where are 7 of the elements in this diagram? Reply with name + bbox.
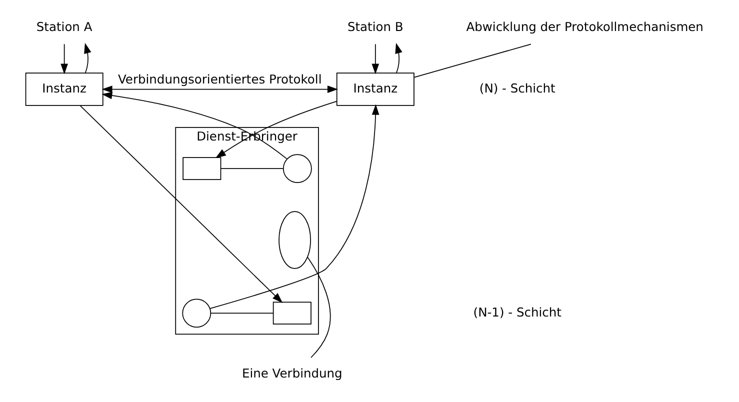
node-text: Station B — [347, 20, 404, 34]
label: (N-1) - Schicht — [473, 305, 562, 320]
node-text: Station A — [36, 20, 92, 34]
node-text: Eine Verbindung — [242, 366, 342, 380]
label: (N) - Schicht — [479, 82, 556, 96]
node-text: Abwicklung der Protokollmechanismen — [466, 20, 704, 34]
edge-label: Verbindungsorientiertes Protokoll — [118, 72, 322, 86]
